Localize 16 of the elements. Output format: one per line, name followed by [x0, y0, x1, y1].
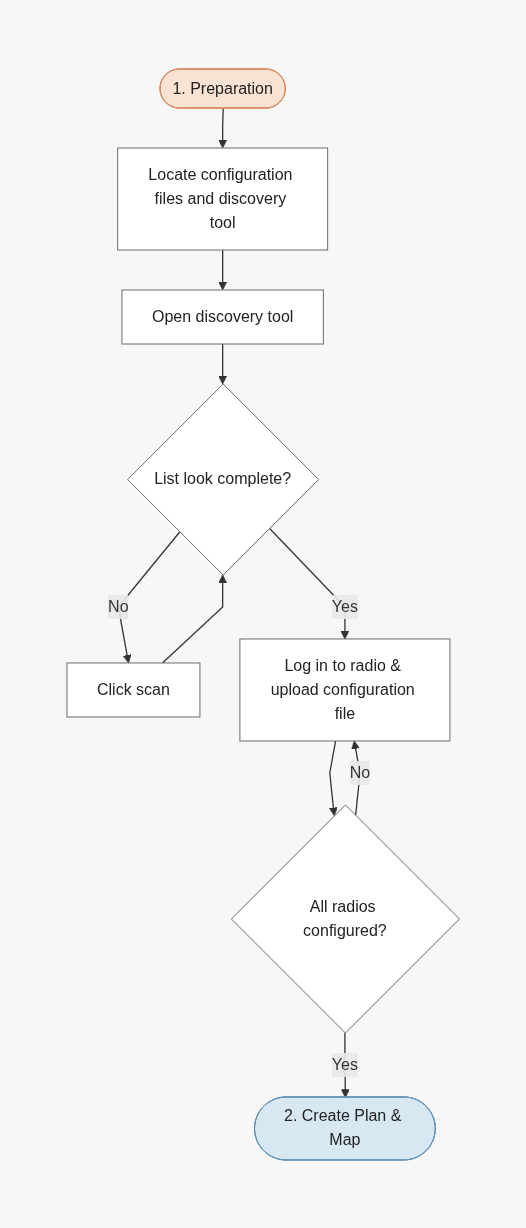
edge-label: No	[349, 763, 371, 781]
node-diamond: All radios configured?	[230, 804, 460, 1033]
node-box: Click scan	[66, 662, 201, 717]
arrow	[161, 574, 227, 664]
arrow	[117, 530, 181, 663]
arrow	[328, 739, 338, 816]
arrow	[218, 107, 227, 148]
node-diamond: List look complete?	[126, 383, 319, 575]
node-box: Log in to radio & upload configuration file	[239, 638, 451, 741]
node-box: Locate configuration files and discovery tool	[116, 147, 328, 250]
arrow	[218, 342, 227, 384]
arrow	[218, 248, 227, 290]
edge-label: No	[107, 597, 129, 615]
edge-label: Yes	[331, 597, 358, 615]
edge-label: Yes	[331, 1055, 358, 1073]
node-box: Open discovery tool	[121, 289, 324, 344]
